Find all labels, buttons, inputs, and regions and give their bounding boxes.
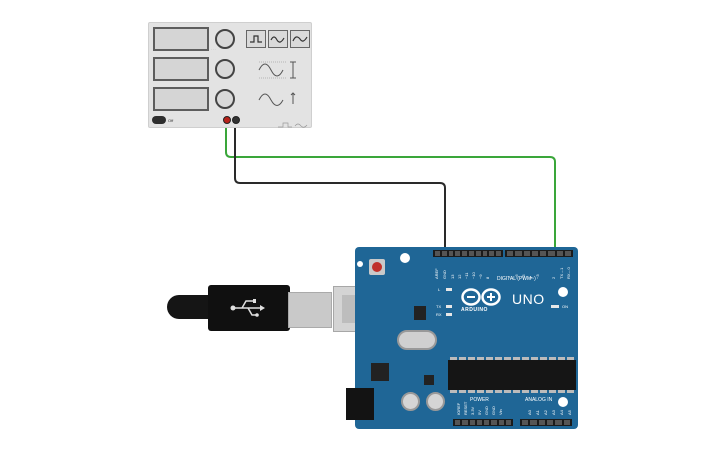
- analog-in-label: ANALOG IN: [525, 397, 553, 403]
- pin-label-a0: A0: [527, 410, 532, 415]
- led-on: [551, 305, 559, 308]
- sine-wave-icon: [292, 36, 308, 42]
- pin-label-11: ~11: [464, 272, 469, 280]
- negative-terminal[interactable]: [232, 116, 240, 124]
- power-header[interactable]: [453, 419, 513, 426]
- frequency-display: [153, 27, 209, 51]
- crystal-oscillator: [397, 330, 437, 350]
- arduino-logo-icon: [461, 288, 501, 306]
- mount-hole: [558, 397, 568, 407]
- small-component: [424, 375, 434, 385]
- green-wire[interactable]: [225, 119, 556, 253]
- sine-wave-button[interactable]: [290, 30, 310, 48]
- tx-label: TX: [436, 304, 442, 309]
- pin-label-reset: RESET: [463, 401, 468, 415]
- voltage-regulator: [371, 363, 389, 381]
- power-switch[interactable]: [152, 116, 166, 124]
- digital-label: DIGITAL (PWM~): [497, 276, 536, 282]
- amplitude-knob[interactable]: [215, 59, 235, 79]
- square-wave-button[interactable]: [246, 30, 266, 48]
- black-wire[interactable]: [234, 119, 446, 253]
- function-generator[interactable]: · · · Off: [148, 22, 312, 128]
- pin-label-9: ~9: [478, 274, 483, 279]
- capacitor: [426, 392, 445, 411]
- pin-label-3v3: 3.3V: [470, 406, 475, 415]
- pin-label-12: 12: [457, 274, 462, 279]
- mount-hole: [558, 287, 568, 297]
- offset-knob[interactable]: [215, 89, 235, 109]
- pin-label-8: 8: [485, 276, 490, 279]
- pin-label-a1: A1: [535, 410, 540, 415]
- arduino-uno-board[interactable]: AREF GND 13 12 ~11 ~10 ~9 8 7 ~6 ~5 4 ~3…: [346, 247, 578, 429]
- analog-header[interactable]: [520, 419, 572, 426]
- power-label: Off: [168, 118, 174, 123]
- frequency-knob[interactable]: [215, 29, 235, 49]
- pin-label-aref: AREF: [434, 268, 439, 279]
- offset-display: [153, 87, 209, 111]
- led-l: [446, 288, 452, 291]
- pin-label-2: 2: [551, 276, 556, 279]
- amplitude-wave-graphic: [257, 59, 299, 81]
- pin-label-10: ~10: [471, 272, 476, 279]
- pin-label-gnd: GND: [491, 406, 496, 415]
- usb-collar: [288, 292, 332, 328]
- capacitor: [401, 392, 420, 411]
- mount-hole: [357, 261, 363, 267]
- pin-label-a2: A2: [543, 410, 548, 415]
- pin-label-gnd: GND: [442, 270, 447, 279]
- pin-label-vin: Vin: [498, 409, 503, 415]
- power-label: POWER: [470, 397, 489, 403]
- triangle-wave-button[interactable]: [268, 30, 288, 48]
- on-label: ON: [562, 304, 568, 309]
- amplitude-display: [153, 57, 209, 81]
- pin-label-13: 13: [450, 274, 455, 279]
- pin-label-a5: A5: [567, 410, 572, 415]
- pin-label-rx0: RX←0: [566, 267, 571, 279]
- digital-header-right[interactable]: [505, 250, 573, 257]
- pin-label-tx1: TX→1: [559, 267, 564, 279]
- usb-cable-end: [167, 295, 212, 319]
- offset-wave-graphic: [257, 87, 299, 109]
- arduino-brand-text: ARDUINO: [461, 307, 488, 313]
- digital-header-left[interactable]: [433, 250, 503, 257]
- board-model-label: UNO: [512, 291, 545, 307]
- mount-hole: [400, 253, 410, 263]
- led-l-label: L: [438, 287, 441, 292]
- pin-label-gnd: GND: [484, 406, 489, 415]
- dc-power-jack: [346, 388, 374, 420]
- positive-terminal[interactable]: [223, 116, 231, 124]
- pin-label-a3: A3: [551, 410, 556, 415]
- usb-plug[interactable]: [208, 285, 290, 331]
- knob-tick-labels: · · ·: [211, 47, 216, 51]
- rx-label: RX: [436, 312, 442, 317]
- output-wave-graphic: [277, 116, 309, 128]
- led-tx: [446, 305, 452, 308]
- atmega-microcontroller: [448, 357, 576, 393]
- pin-label-a4: A4: [559, 410, 564, 415]
- usb-controller-chip: [414, 306, 426, 320]
- pin-label-ioref: IOREF: [456, 402, 461, 415]
- usb-icon: [230, 299, 265, 317]
- reset-button[interactable]: [369, 259, 385, 275]
- led-rx: [446, 313, 452, 316]
- pin-label-5v: 5V: [477, 410, 482, 415]
- triangle-wave-icon: [270, 36, 285, 43]
- square-wave-icon: [250, 35, 262, 43]
